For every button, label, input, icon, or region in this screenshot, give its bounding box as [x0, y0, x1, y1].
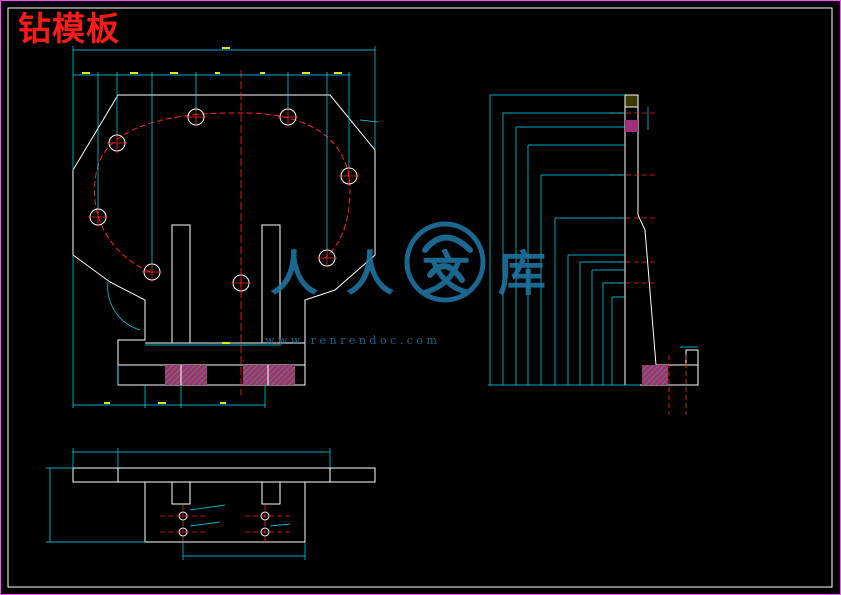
drawing-frame: [7, 7, 833, 588]
side-rib: [637, 214, 699, 386]
watermark-brand: 人人文库: [270, 246, 574, 302]
hole-crosshairs: [88, 70, 359, 395]
front-view: [72, 46, 379, 408]
section-left-hatch: [165, 365, 207, 385]
side-view: [488, 94, 699, 415]
top-base: [144, 481, 306, 543]
side-centerlines: [610, 112, 687, 415]
top-dimensions: [46, 448, 331, 560]
watermark: 人人文库 w w w . r e n r e n d o c . c o m: [265, 221, 574, 347]
side-top-pink: [625, 120, 638, 132]
side-bottom-hatch: [642, 365, 668, 385]
top-centerlines: [160, 505, 290, 545]
section-right-hatch: [243, 365, 295, 385]
side-top-section: [624, 94, 639, 108]
front-dimensions: [72, 46, 379, 408]
side-dimensions: [488, 94, 698, 386]
hole-pattern-centerline: [93, 112, 351, 273]
top-boss-left: [171, 481, 191, 505]
watermark-logo-ring: [404, 221, 486, 303]
slot-left: [171, 224, 191, 344]
side-foot: [685, 349, 699, 366]
front-dim-ticks: [82, 47, 342, 404]
watermark-logo-mark: [422, 234, 473, 283]
top-view: [46, 448, 376, 560]
top-boss-right: [261, 481, 281, 505]
watermark-url: w w w . r e n r e n d o c . c o m: [265, 334, 437, 347]
drawing-title: 钻模板: [18, 9, 120, 48]
